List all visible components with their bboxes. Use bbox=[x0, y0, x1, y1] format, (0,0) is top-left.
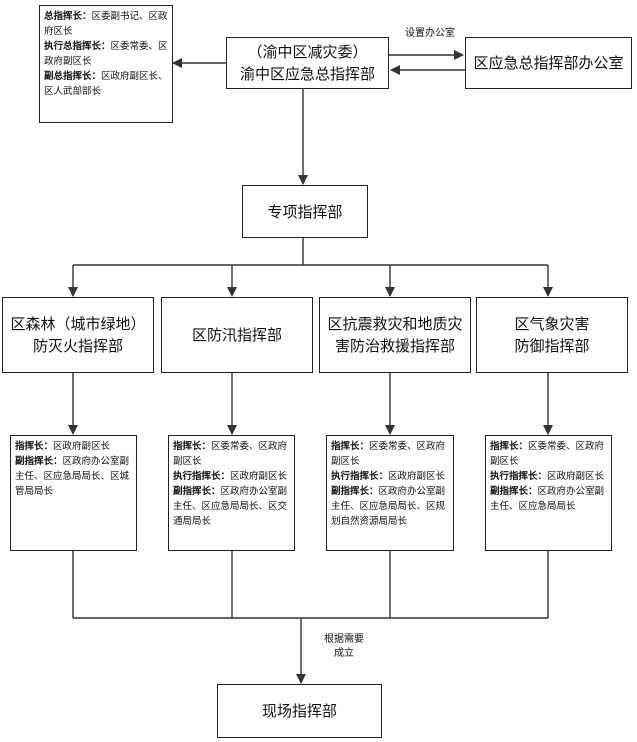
hq-line-2: 渝中区应急总指挥部 bbox=[239, 65, 375, 83]
sub-hq-line: 区防汛指挥部 bbox=[191, 326, 282, 344]
emergency-hq-box: （渝中区减灾委） 渝中区应急总指挥部 bbox=[226, 37, 389, 89]
note-line: 指挥长：区委常委、区政府副区长 bbox=[173, 441, 288, 467]
sub-hq-line: 区森林（城市绿地） bbox=[10, 315, 146, 333]
note-line: 执行指挥长：区政府副区长 bbox=[331, 471, 446, 482]
field-hq-label: 现场指挥部 bbox=[261, 702, 337, 720]
notes-earthquake: 指挥长：区委常委、区政府副区长 执行指挥长：区政府副区长 副指挥长：区政府办公室… bbox=[326, 435, 454, 551]
note-line: 指挥长：区委常委、区政府副区长 bbox=[331, 441, 446, 467]
sub-hq-line: 区气象灾害 bbox=[514, 315, 590, 333]
sub-hq-line: 害防治救援指挥部 bbox=[334, 337, 455, 355]
note-line: 执行指挥长：区政府副区长 bbox=[173, 471, 288, 482]
sub-hq-weather: 区气象灾害 防御指挥部 bbox=[476, 297, 628, 373]
note-line: 执行指挥长：区政府副区长 bbox=[490, 471, 605, 482]
note-line: 副指挥长：区政府办公室副主任、区应急局局长、区规划自然资源局局长 bbox=[331, 486, 446, 527]
notes-flood: 指挥长：区委常委、区政府副区长 执行指挥长：区政府副区长 副指挥长：区政府办公室… bbox=[168, 435, 295, 551]
leaders-box: 总指挥长：区委副书记、区政府区长 执行总指挥长：区委常委、区政府副区长 副总指挥… bbox=[39, 5, 173, 123]
sub-hq-line: 区抗震救灾和地质灾 bbox=[327, 315, 463, 333]
notes-forest-fire: 指挥长：区政府副区长 副指挥长：区政府办公室副主任、区应急局局长、区城管局局长 bbox=[10, 435, 137, 551]
note-line: 副指挥长：区政府办公室副主任、区应急局局长、区交通局局长 bbox=[173, 486, 288, 527]
office-link-label: 设置办公室 bbox=[405, 28, 455, 39]
sub-hq-earthquake: 区抗震救灾和地质灾 害防治救援指挥部 bbox=[319, 297, 471, 373]
note-line: 指挥长：区政府副区长 bbox=[15, 441, 111, 452]
note-line: 副指挥长：区政府办公室副主任、区应急局局长 bbox=[490, 486, 605, 512]
field-hq-box: 现场指挥部 bbox=[217, 684, 382, 738]
as-needed-line: 成立 bbox=[334, 648, 354, 659]
leader-line: 总指挥长：区委副书记、区政府区长 bbox=[44, 11, 168, 37]
sub-hq-line: 防御指挥部 bbox=[514, 337, 590, 355]
leader-line: 副总指挥长：区政府副区长、区人武部部长 bbox=[44, 71, 168, 97]
leader-line: 执行总指挥长：区委常委、区政府副区长 bbox=[44, 41, 168, 67]
hq-line-1: （渝中区减灾委） bbox=[247, 43, 368, 61]
hq-office-label: 区应急总指挥部办公室 bbox=[473, 54, 624, 72]
as-needed-line: 根据需要 bbox=[324, 634, 364, 645]
note-line: 副指挥长：区政府办公室副主任、区应急局局长、区城管局局长 bbox=[15, 456, 130, 497]
sub-hq-forest-fire: 区森林（城市绿地） 防灭火指挥部 bbox=[2, 297, 154, 373]
sub-hq-flood: 区防汛指挥部 bbox=[161, 297, 313, 373]
special-hq-box: 专项指挥部 bbox=[242, 185, 368, 238]
as-needed-label: 根据需要 成立 bbox=[314, 633, 374, 661]
note-line: 指挥长：区委常委、区政府副区长 bbox=[490, 441, 605, 467]
special-hq-label: 专项指挥部 bbox=[267, 202, 343, 221]
hq-office-box: 区应急总指挥部办公室 bbox=[465, 37, 632, 89]
sub-hq-line: 防灭火指挥部 bbox=[32, 337, 123, 355]
notes-weather: 指挥长：区委常委、区政府副区长 执行指挥长：区政府副区长 副指挥长：区政府办公室… bbox=[485, 435, 612, 551]
